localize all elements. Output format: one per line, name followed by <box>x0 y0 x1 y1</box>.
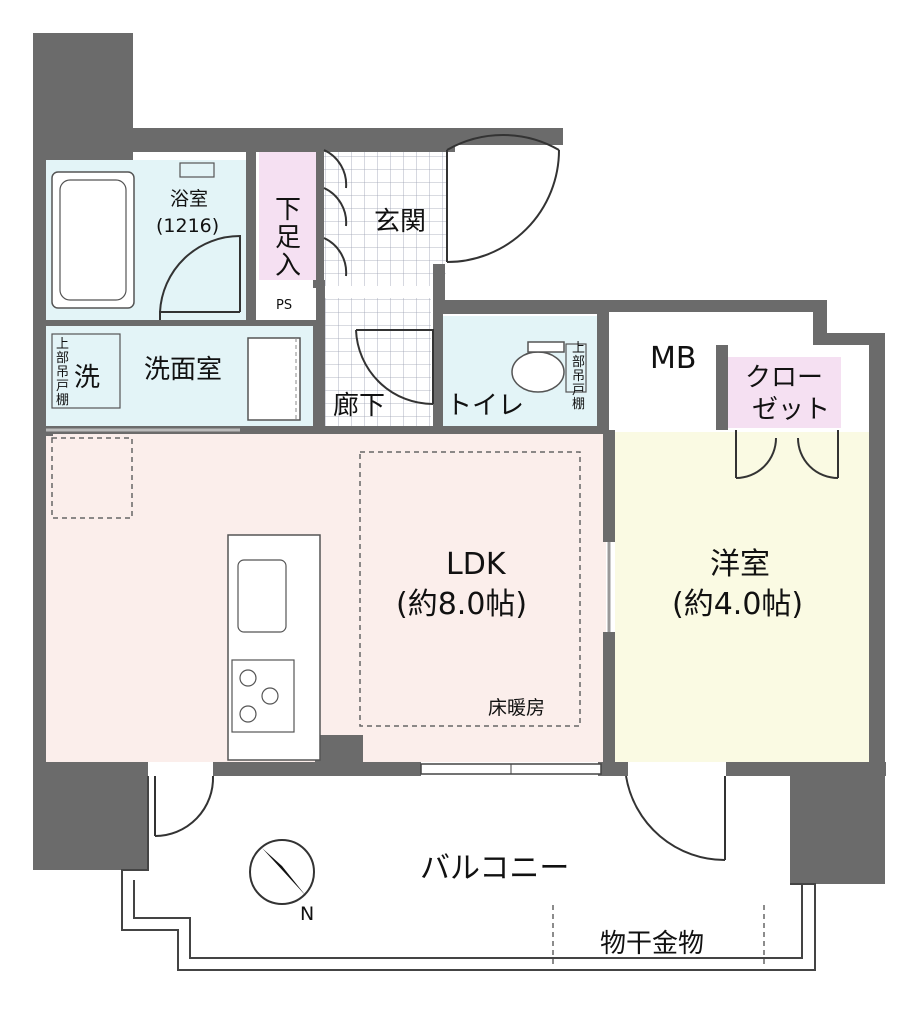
toilet-shelf-label-3: 吊 <box>572 369 585 384</box>
bath-fan <box>179 162 215 178</box>
bathtub-inner <box>59 179 127 301</box>
corridor-label: 廊下 <box>333 391 385 421</box>
gas-stove <box>231 659 295 733</box>
shoe-box-label-3: 入 <box>275 251 301 281</box>
compass-icon <box>249 839 315 905</box>
bathtub <box>51 171 135 309</box>
balcony-label: バルコニー <box>420 851 569 886</box>
bathroom-size-label: (1216) <box>156 215 219 237</box>
upper-shelf-label-4: 戸 <box>56 379 69 394</box>
upper-shelf-label-1: 上 <box>56 337 69 352</box>
closet-label-1: クロー <box>745 363 823 393</box>
ldk-area <box>46 432 606 762</box>
entrance-label: 玄関 <box>374 207 426 237</box>
kitchen-counter <box>227 534 321 761</box>
toilet-tank <box>527 341 565 353</box>
balcony-inner-outline <box>133 880 803 959</box>
corridor-tile-area <box>323 298 431 428</box>
drying-rack-label: 物干金物 <box>600 929 704 959</box>
ps-label: PS <box>276 298 292 313</box>
front-door[interactable] <box>446 133 560 263</box>
washroom-label: 洗面室 <box>144 355 222 385</box>
toilet-bowl <box>511 351 565 393</box>
upper-shelf-label-5: 棚 <box>56 393 69 408</box>
toilet-label: トイレ <box>446 391 524 421</box>
toilet-shelf <box>565 343 587 393</box>
burner-3-icon <box>239 705 257 723</box>
toilet-shelf-label-2: 部 <box>572 355 585 370</box>
shoe-box-label-2: 足 <box>275 223 301 253</box>
toilet-shelf-label-4: 戸 <box>572 383 585 398</box>
mb-area <box>606 312 716 418</box>
balcony-outline <box>121 776 816 971</box>
floor-heating-zone <box>359 451 581 727</box>
balcony-door-right[interactable] <box>625 775 726 862</box>
burner-2-icon <box>261 687 279 705</box>
ldk-size-label: (約8.0帖) <box>396 587 527 622</box>
upper-shelf-label-3: 吊 <box>56 365 69 380</box>
western-room-size-label: (約4.0帖) <box>672 587 803 622</box>
wash-basin <box>247 337 301 421</box>
ps-box <box>256 288 316 320</box>
ldk-label: LDK <box>446 547 507 582</box>
fridge-space <box>51 437 133 519</box>
burner-1-icon <box>239 669 257 687</box>
bathroom-label: 浴室 <box>170 188 208 210</box>
kitchen-sink <box>237 559 287 633</box>
entrance-tile-area <box>318 146 446 286</box>
toilet-shelf-label-5: 棚 <box>572 397 585 412</box>
north-label: N <box>300 903 314 925</box>
toilet-shelf-label-1: 上 <box>572 341 585 356</box>
toilet-door[interactable] <box>355 329 434 405</box>
shoe-box-doors[interactable] <box>323 149 348 277</box>
upper-shelf-label-2: 部 <box>56 351 69 366</box>
balcony-door-left[interactable] <box>154 775 215 837</box>
mb-label: MB <box>650 341 696 376</box>
shoe-box-area <box>259 150 317 280</box>
closet-area <box>728 357 841 428</box>
closet-doors[interactable] <box>735 430 839 479</box>
shoe-box-label-1: 下 <box>275 195 301 225</box>
compass-needle-icon <box>262 848 306 896</box>
floor-heating-label: 床暖房 <box>488 697 545 719</box>
western-room-label: 洋室 <box>710 547 770 582</box>
washer-label: 洗 <box>74 363 100 393</box>
western-room-area <box>615 432 869 762</box>
walls <box>33 33 886 884</box>
closet-label-2: ゼット <box>752 395 830 425</box>
washer-pan <box>51 333 121 409</box>
bathroom-door[interactable] <box>159 234 241 320</box>
